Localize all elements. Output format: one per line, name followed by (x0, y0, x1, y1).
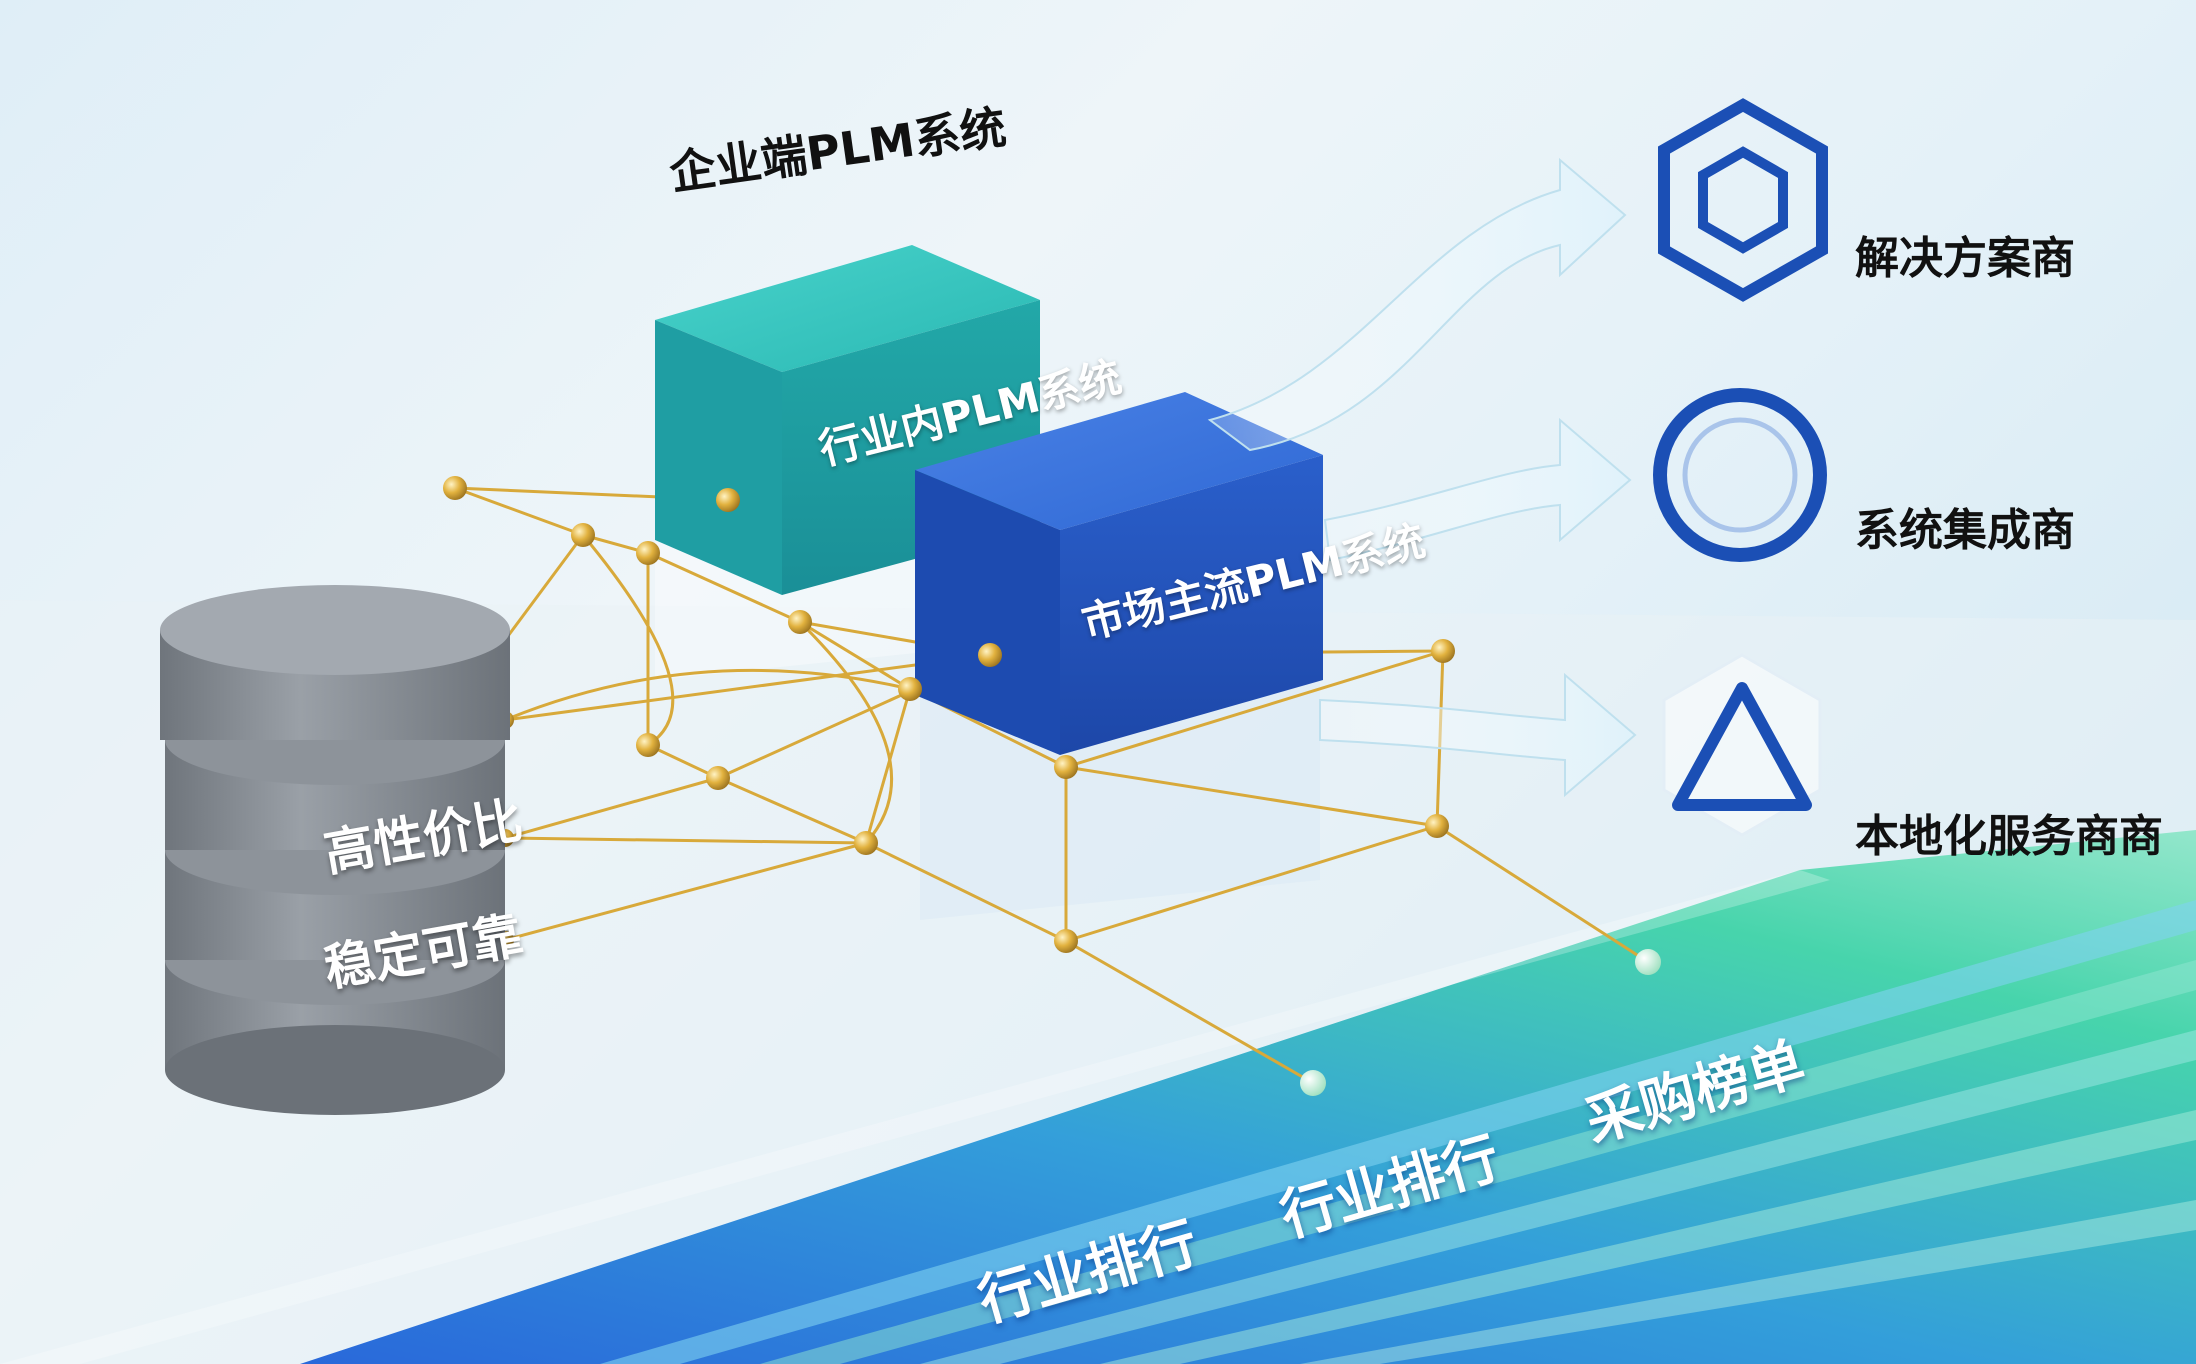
provider-local-service: 本地化服务商商 (1855, 811, 2163, 862)
triangle-icon (1662, 653, 1822, 837)
database-cylinder (160, 585, 510, 1115)
circle-icon (1653, 388, 1827, 562)
provider-solution: 解决方案商 (1855, 233, 2075, 284)
hexagon-icon (1658, 98, 1828, 302)
flow-arrows (1207, 157, 1637, 798)
provider-integrator: 系统集成商 (1855, 505, 2075, 556)
